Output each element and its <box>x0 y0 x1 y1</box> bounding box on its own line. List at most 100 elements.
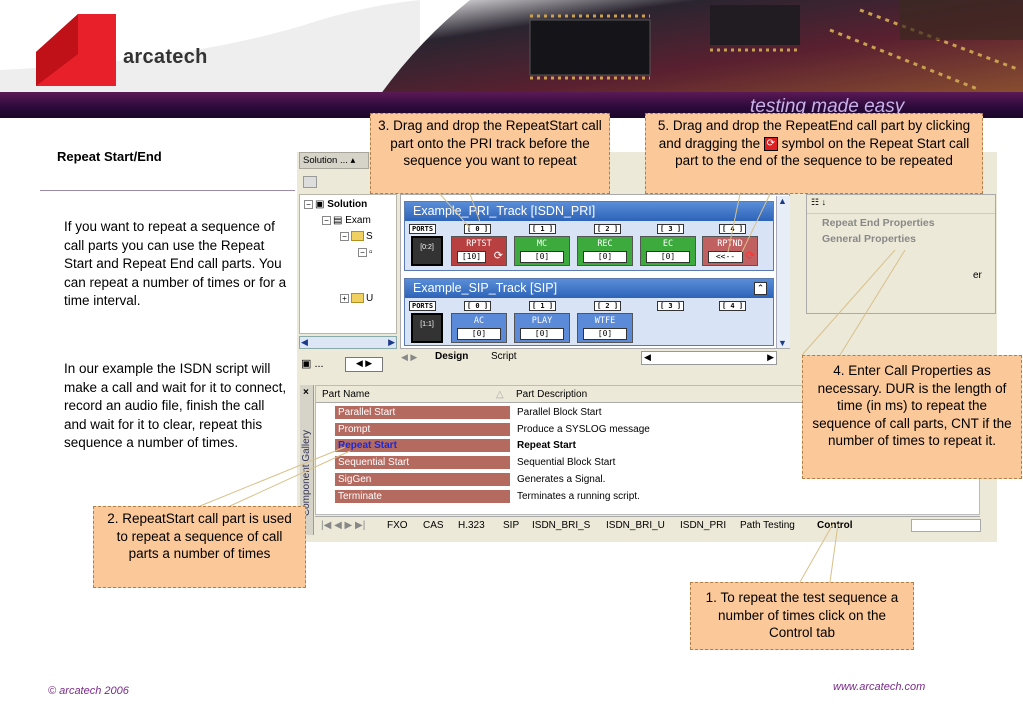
part-description: Terminates a running script. <box>517 490 640 502</box>
properties-icon[interactable] <box>303 176 317 188</box>
tab-path-testing[interactable]: Path Testing <box>740 520 795 531</box>
col-label: [ 0 ] <box>464 301 492 311</box>
part-description: Generates a Signal. <box>517 473 606 485</box>
solution-bottom-tabs: ▣ ... ◀ ▶ <box>299 354 397 376</box>
track-sip[interactable]: Example_SIP_Track [SIP] ⌃ PORTS [ 0 ] [ … <box>404 278 774 346</box>
collapse-icon[interactable]: − <box>358 247 367 257</box>
part-name[interactable]: SigGen <box>335 472 510 486</box>
part-name[interactable]: Parallel Start <box>335 406 510 419</box>
folder-icon <box>351 293 364 304</box>
scroll-left-icon[interactable]: ◀ <box>301 337 308 347</box>
project-icon: ▤ <box>333 215 343 226</box>
tab-sip[interactable]: SIP <box>503 520 520 531</box>
callout-step-4: 4. Enter Call Properties as necessary. D… <box>802 355 1022 479</box>
callout-step-2: 2. RepeatStart call part is used to repe… <box>93 506 306 588</box>
collapse-track-icon[interactable]: ⌃ <box>754 282 767 295</box>
horizontal-scrollbar[interactable]: ◀ ▶ <box>299 336 397 349</box>
tab-control[interactable]: Control <box>817 520 853 531</box>
copyright: © arcatech 2006 <box>48 685 129 697</box>
track-pri[interactable]: Example_PRI_Track [ISDN_PRI] PORTS [ 0 ]… <box>404 201 774 271</box>
expand-icon[interactable]: + <box>340 293 349 303</box>
call-part-repeat-start[interactable]: RPTST[10]⟳ <box>451 236 507 266</box>
gallery-label: Component Gallery <box>301 430 312 517</box>
file-icon: ▫ <box>369 247 373 258</box>
property-repeat-end[interactable]: Repeat End Properties <box>822 217 935 229</box>
sort-icon[interactable]: ☷ ↓ <box>811 197 827 207</box>
call-part-repeat-end[interactable]: RPTND<<--⟳ <box>702 236 758 266</box>
solution-icon: ▣ <box>315 199 325 210</box>
phone-icon[interactable]: [1:1] <box>411 313 443 343</box>
col-part-description[interactable]: Part Description <box>516 389 588 400</box>
callout-step-1: 1. To repeat the test sequence a number … <box>690 582 914 650</box>
col-label: [ 4 ] <box>719 224 747 234</box>
solution-view-icon[interactable]: ▣ ... <box>301 358 324 370</box>
part-description: Produce a SYSLOG message <box>517 423 650 435</box>
call-part-ac[interactable]: AC[0] <box>451 313 507 343</box>
track-title: Example_SIP_Track [SIP] <box>405 279 773 298</box>
collapse-icon[interactable]: − <box>340 231 349 241</box>
example-paragraph: In our example the ISDN script will make… <box>64 361 287 450</box>
part-name[interactable]: Terminate <box>335 489 510 503</box>
pin-icon[interactable]: ▴ <box>350 155 356 166</box>
tab-nav-arrows[interactable]: ◀ ▶ <box>401 352 418 362</box>
collapse-icon[interactable]: − <box>304 199 313 209</box>
col-label: [ 2 ] <box>594 301 622 311</box>
slide-title: Repeat Start/End <box>57 149 162 164</box>
tab-nav-arrows[interactable]: ◀ ▶ <box>345 357 383 372</box>
divider <box>40 190 295 191</box>
intro-paragraph: If you want to repeat a sequence of call… <box>64 219 287 308</box>
design-tab-strip: ◀ ▶ Design Script ◀▶ <box>397 349 777 367</box>
property-fragment: er <box>973 270 982 281</box>
tab-cas[interactable]: CAS <box>423 520 444 531</box>
website-link[interactable]: www.arcatech.com <box>833 681 926 693</box>
tab-isdn-pri[interactable]: ISDN_PRI <box>680 520 727 531</box>
tree-item-example[interactable]: −▤ Exam <box>322 215 371 226</box>
call-part-rec[interactable]: REC[0] <box>577 236 633 266</box>
scroll-right-icon[interactable]: ▶ <box>388 337 395 347</box>
tab-script[interactable]: Script <box>491 351 517 362</box>
tab-fxo[interactable]: FXO <box>387 520 408 531</box>
vertical-scrollbar[interactable]: ▲ ▼ <box>776 196 790 348</box>
horizontal-scrollbar[interactable]: ◀▶ <box>641 351 777 365</box>
repeat-handle-icon[interactable]: ⟳ <box>493 249 503 262</box>
tab-isdn-bri-u[interactable]: ISDN_BRI_U <box>606 520 665 531</box>
call-part-ec[interactable]: EC[0] <box>640 236 696 266</box>
horizontal-scrollbar[interactable] <box>911 519 981 532</box>
tree-item-folder-u[interactable]: +U <box>340 293 373 304</box>
tab-solution-explorer[interactable]: Solution ... ▴ <box>299 152 369 169</box>
tree-item-solution[interactable]: −▣ Solution <box>304 199 367 210</box>
design-canvas[interactable]: Example_PRI_Track [ISDN_PRI] PORTS [ 0 ]… <box>400 194 790 349</box>
repeat-end-icon[interactable]: ⟳ <box>745 249 755 262</box>
phone-icon[interactable]: [0:2] <box>411 236 443 266</box>
callout-step-5: 5. Drag and drop the RepeatEnd call part… <box>645 113 983 194</box>
sort-icon[interactable]: △ <box>496 389 504 400</box>
col-label: [ 1 ] <box>529 224 557 234</box>
tab-design[interactable]: Design <box>435 351 469 362</box>
property-general[interactable]: General Properties <box>822 233 916 245</box>
scroll-up-icon[interactable]: ▲ <box>778 196 787 206</box>
tab-nav-arrows[interactable]: |◀ ◀ ▶ ▶| <box>321 520 366 531</box>
track-port-header: PORTS [ 0 ] [ 1 ] [ 2 ] [ 3 ] [ 4 ] <box>409 224 769 234</box>
repeat-handle-icon: ⟳ <box>763 136 778 151</box>
tagline: testing made easy <box>750 96 905 117</box>
part-name[interactable]: Repeat Start <box>335 439 510 453</box>
close-icon[interactable]: × <box>303 387 309 398</box>
track-title: Example_PRI_Track [ISDN_PRI] <box>405 202 773 221</box>
scroll-down-icon[interactable]: ▼ <box>778 338 787 348</box>
tab-isdn-bri-s[interactable]: ISDN_BRI_S <box>532 520 591 531</box>
tree-item-folder-s[interactable]: −S <box>340 231 373 242</box>
col-part-name[interactable]: Part Name <box>322 389 370 400</box>
properties-panel: ☷ ↓ <box>806 194 996 314</box>
part-name[interactable]: Prompt <box>335 422 510 436</box>
part-name[interactable]: Sequential Start <box>335 456 510 470</box>
collapse-icon[interactable]: − <box>322 215 331 225</box>
col-label: [ 3 ] <box>657 224 685 234</box>
tab-h323[interactable]: H.323 <box>458 520 485 531</box>
col-label: [ 4 ] <box>719 301 747 311</box>
solution-tree: −▣ Solution −▤ Exam −S −▫ +U <box>299 194 397 334</box>
tree-item-file[interactable]: −▫ <box>358 247 373 258</box>
call-part-wtfe[interactable]: WTFE[0] <box>577 313 633 343</box>
logo-icon <box>36 14 116 86</box>
call-part-mc[interactable]: MC[0] <box>514 236 570 266</box>
call-part-play[interactable]: PLAY[0] <box>514 313 570 343</box>
